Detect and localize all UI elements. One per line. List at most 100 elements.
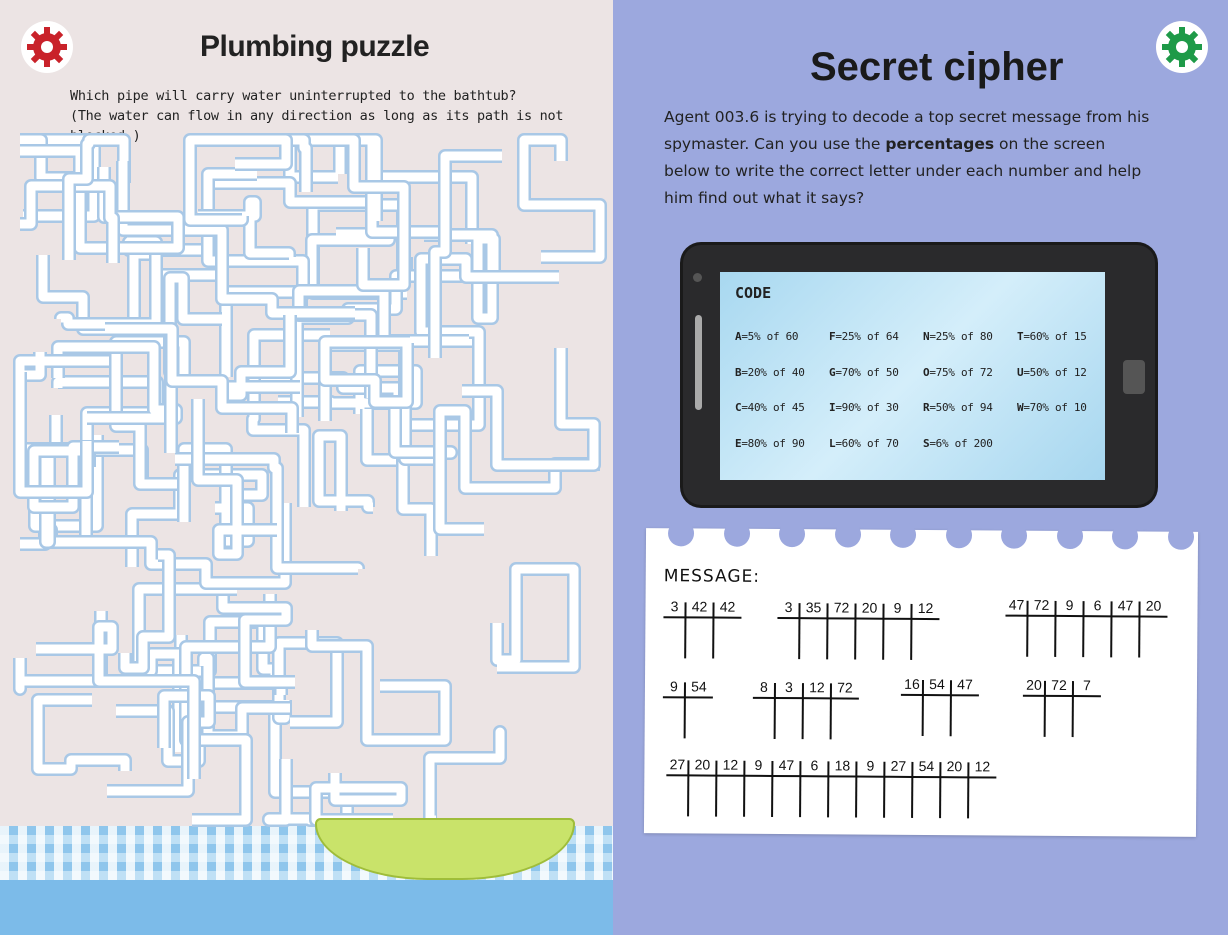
- letter-blank[interactable]: 7: [1072, 675, 1102, 737]
- intro-part: on the screen below to write the correct…: [664, 135, 1142, 207]
- letter-blank[interactable]: 42: [685, 596, 714, 658]
- code-letter: N: [923, 330, 930, 343]
- paper-hole: [1056, 522, 1083, 550]
- letter-blank[interactable]: 3: [774, 676, 804, 739]
- cipher-number: 9: [744, 754, 773, 777]
- code-letter: T: [1017, 330, 1024, 343]
- code-formula: =50% of 94: [929, 401, 993, 414]
- letter-blank[interactable]: 47: [1111, 595, 1140, 657]
- cipher-number: 9: [662, 676, 686, 699]
- letter-blank[interactable]: 12: [716, 754, 745, 817]
- code-formula: =40% of 45: [741, 401, 805, 414]
- code-letter: L: [829, 436, 836, 450]
- code-letter: G: [829, 365, 836, 379]
- code-letter: B: [735, 365, 742, 379]
- letter-blank[interactable]: 47: [950, 674, 980, 736]
- letter-blank[interactable]: 42: [713, 596, 742, 659]
- right-page: Secret cipher Agent 003.6 is trying to d…: [613, 0, 1228, 935]
- cipher-number: 12: [716, 754, 745, 777]
- cipher-number: 72: [1027, 594, 1056, 617]
- letter-blank[interactable]: 9: [856, 755, 885, 818]
- cipher-number: 42: [713, 596, 742, 619]
- letter-blank[interactable]: 6: [800, 755, 829, 817]
- cipher-number: 42: [685, 596, 714, 619]
- letter-blank[interactable]: 9: [1055, 594, 1084, 657]
- paper-hole: [1000, 522, 1028, 549]
- code-letter: I: [829, 401, 836, 414]
- cipher-number: 27: [884, 755, 913, 778]
- code-formula: =70% of 50: [835, 365, 899, 379]
- camera-icon: [693, 273, 702, 282]
- cipher-number: 20: [1139, 595, 1168, 618]
- cipher-number: 12: [911, 597, 940, 621]
- code-heading: CODE: [735, 284, 772, 302]
- code-entry: B=20% of 40: [735, 366, 805, 379]
- cipher-number: 6: [800, 755, 829, 778]
- cipher-number: 18: [828, 755, 857, 778]
- gear-icon: [21, 21, 73, 73]
- code-letter: E: [735, 436, 742, 450]
- cipher-number: 20: [688, 754, 717, 777]
- paper-hole: [723, 520, 750, 547]
- code-entry: W=70% of 10: [1017, 401, 1087, 414]
- letter-blank[interactable]: 47: [772, 754, 801, 817]
- letter-blank[interactable]: 18: [828, 755, 857, 817]
- code-letter: R: [923, 401, 930, 414]
- letter-blank[interactable]: 12: [802, 677, 832, 739]
- letter-blank[interactable]: 72: [1027, 594, 1056, 657]
- cipher-number: 16: [900, 673, 924, 697]
- cipher-number: 9: [1055, 594, 1084, 618]
- code-formula: =70% of 10: [1023, 401, 1087, 414]
- letter-blank[interactable]: 54: [912, 755, 941, 818]
- letter-blank[interactable]: 72: [827, 597, 856, 659]
- letter-blank[interactable]: 72: [1044, 674, 1074, 737]
- letter-blank[interactable]: 12: [911, 597, 940, 660]
- letter-blank[interactable]: 12: [968, 756, 997, 818]
- letter-blank[interactable]: 20: [688, 754, 717, 816]
- letter-blank[interactable]: 54: [684, 676, 714, 738]
- letter-blank[interactable]: 9: [883, 597, 912, 660]
- letter-blank[interactable]: 16: [900, 673, 924, 736]
- letter-blank[interactable]: 6: [1083, 595, 1112, 657]
- letter-blank[interactable]: 20: [1139, 595, 1168, 658]
- code-entry: U=50% of 12: [1017, 366, 1087, 379]
- cipher-number: 47: [1111, 595, 1140, 618]
- left-page: Plumbing puzzle Which pipe will carry wa…: [0, 0, 613, 935]
- paper-hole: [834, 521, 861, 548]
- letter-blank[interactable]: 8: [752, 676, 776, 739]
- code-entry: C=40% of 45: [735, 401, 805, 414]
- cipher-number: 72: [827, 597, 856, 620]
- code-entry: R=50% of 94: [923, 401, 993, 414]
- cipher-number: 47: [950, 674, 980, 697]
- letter-blank[interactable]: 3: [777, 596, 800, 659]
- cipher-number: 12: [968, 756, 997, 779]
- letter-blank[interactable]: 54: [922, 674, 952, 736]
- code-formula: =50% of 12: [1023, 365, 1087, 379]
- intro-bold: percentages: [885, 135, 995, 153]
- cipher-number: 54: [684, 676, 714, 699]
- code-letter: W: [1017, 401, 1024, 414]
- cipher-number: 3: [774, 676, 804, 700]
- letter-blank[interactable]: 20: [1022, 674, 1046, 737]
- letter-blank[interactable]: 9: [744, 754, 773, 817]
- cipher-number: 12: [802, 677, 832, 700]
- letter-blank[interactable]: 72: [830, 677, 860, 739]
- cipher-number: 20: [1022, 674, 1046, 697]
- letter-blank[interactable]: 20: [940, 756, 969, 818]
- letter-blank[interactable]: 9: [662, 676, 686, 738]
- phone-home-button: [1123, 360, 1145, 394]
- letter-blank[interactable]: 27: [884, 755, 913, 818]
- cipher-number: 6: [1083, 595, 1112, 618]
- cipher-number: 54: [922, 674, 952, 697]
- letter-blank[interactable]: 35: [799, 597, 828, 659]
- letter-blank[interactable]: 27: [666, 754, 689, 816]
- code-formula: =90% of 30: [835, 401, 899, 414]
- cipher-number: 72: [1044, 674, 1074, 698]
- code-letter: F: [829, 330, 836, 343]
- letter-blank[interactable]: 3: [663, 596, 686, 658]
- letter-blank[interactable]: 47: [1005, 594, 1028, 657]
- letter-blank[interactable]: 20: [855, 597, 884, 660]
